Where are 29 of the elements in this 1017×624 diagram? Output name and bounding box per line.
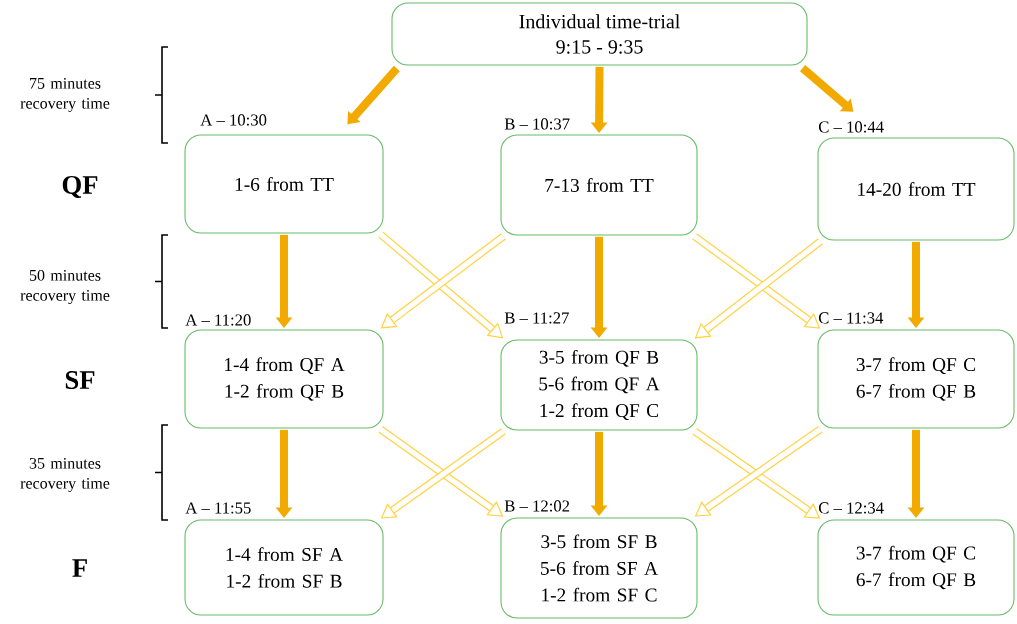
time-label: A – 11:55	[185, 502, 251, 514]
time-label: A – 10:30	[200, 114, 267, 126]
stage-box: Individual time-trial 9:15 - 9:35	[391, 2, 808, 66]
arrow	[347, 65, 400, 125]
time-label: C – 10:44	[818, 121, 884, 133]
stage-box: 1-6 from TT	[184, 134, 384, 234]
stage-label: QF	[62, 176, 98, 198]
arrow	[692, 233, 821, 329]
time-label: C – 11:34	[818, 312, 884, 324]
time-label: B – 12:02	[504, 500, 570, 512]
stage-box: 1-4 from QF A 1-2 from QF B	[184, 329, 384, 429]
stage-box: 3-7 from QF C 6-7 from QF B	[817, 519, 1015, 616]
time-label: B – 10:37	[504, 118, 570, 130]
stage-box: 3-5 from SF B 5-6 from SF A 1-2 from SF C	[500, 517, 698, 619]
recovery-note: 35 minutes recovery time	[20, 457, 110, 492]
stage-box: 1-4 from SF A 1-2 from SF B	[184, 519, 384, 616]
recovery-note: 50 minutes recovery time	[20, 269, 110, 305]
stage-label: F	[72, 559, 87, 577]
arrow	[799, 65, 854, 112]
stage-box: 3-7 from QF C 6-7 from QF B	[817, 329, 1015, 429]
stage-box: 7-13 from TT	[500, 134, 698, 236]
stage-box: 3-5 from QF B 5-6 from QF A 1-2 from QF C	[500, 339, 698, 431]
recovery-note: 75 minutes recovery time	[20, 77, 110, 112]
arrow	[694, 238, 823, 339]
stage-box: 14-20 from TT	[817, 137, 1015, 241]
time-label: C – 12:34	[818, 502, 884, 514]
time-label: B – 11:27	[504, 312, 569, 324]
time-label: A – 11:20	[185, 314, 251, 326]
stage-label: SF	[65, 371, 95, 389]
